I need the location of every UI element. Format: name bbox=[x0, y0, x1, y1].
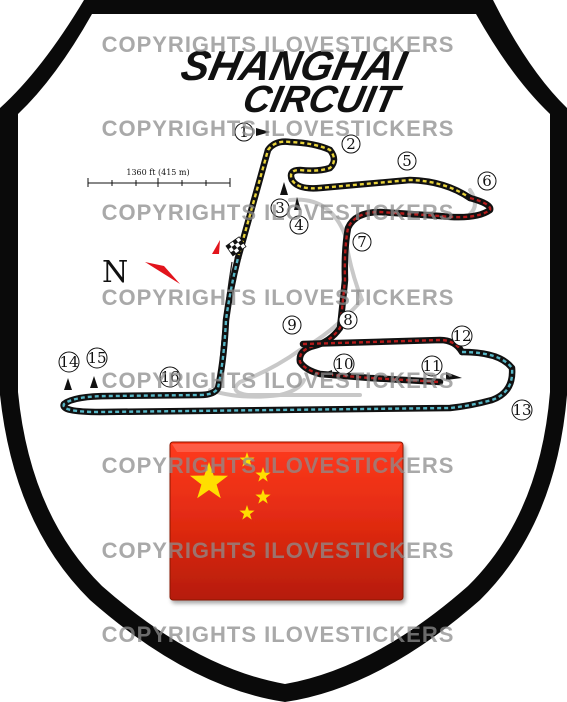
svg-text:1: 1 bbox=[239, 123, 249, 141]
svg-text:2: 2 bbox=[346, 135, 356, 153]
turn-labels: 1 2 3 4 5 6 7 8 9 10 11 12 13 14 15 16 bbox=[58, 122, 533, 421]
svg-text:COPYRIGHTS ILOVESTICKERS: COPYRIGHTS ILOVESTICKERS bbox=[102, 453, 455, 478]
turn-marker-icon bbox=[446, 372, 462, 380]
svg-text:COPYRIGHTS ILOVESTICKERS: COPYRIGHTS ILOVESTICKERS bbox=[102, 622, 455, 647]
svg-text:COPYRIGHTS ILOVESTICKERS: COPYRIGHTS ILOVESTICKERS bbox=[102, 368, 455, 393]
title-line-1: SHANGHAI bbox=[177, 42, 412, 88]
svg-text:16: 16 bbox=[160, 368, 179, 386]
north-arrow-icon bbox=[145, 262, 180, 284]
svg-text:9: 9 bbox=[287, 316, 297, 334]
turn-number-4: 4 bbox=[289, 215, 309, 235]
svg-text:COPYRIGHTS ILOVESTICKERS: COPYRIGHTS ILOVESTICKERS bbox=[102, 538, 455, 563]
turn-marker-icon bbox=[294, 197, 301, 210]
svg-text:8: 8 bbox=[343, 311, 353, 329]
svg-text:6: 6 bbox=[482, 172, 492, 190]
svg-text:4: 4 bbox=[294, 216, 304, 234]
turn-number-14: 14 bbox=[58, 351, 80, 373]
star-icon bbox=[255, 467, 271, 482]
turn-number-13: 13 bbox=[511, 399, 533, 421]
svg-text:1360 ft (415 m): 1360 ft (415 m) bbox=[126, 168, 189, 177]
svg-text:7: 7 bbox=[357, 233, 367, 251]
turn-number-1: 1 bbox=[234, 122, 254, 142]
svg-text:COPYRIGHTS ILOVESTICKERS: COPYRIGHTS ILOVESTICKERS bbox=[102, 285, 455, 310]
turn-marker-icon bbox=[280, 182, 288, 195]
pit-marker-icon bbox=[212, 240, 220, 254]
svg-text:10: 10 bbox=[334, 355, 353, 373]
turn-number-12: 12 bbox=[451, 325, 473, 347]
turn-number-7: 7 bbox=[352, 232, 372, 252]
track-back-straight-kerb bbox=[302, 338, 464, 353]
track-sector-3-kerb bbox=[62, 257, 514, 414]
svg-text:11: 11 bbox=[422, 357, 441, 375]
star-icon bbox=[190, 462, 228, 499]
checkered-flag-icon bbox=[225, 236, 247, 257]
turn-marker-icon bbox=[64, 378, 72, 390]
svg-text:3: 3 bbox=[275, 199, 285, 217]
star-icon bbox=[239, 505, 255, 520]
star-icon bbox=[255, 489, 271, 504]
svg-text:13: 13 bbox=[512, 401, 531, 419]
svg-text:12: 12 bbox=[452, 327, 471, 345]
turn-marker-icon bbox=[256, 128, 270, 136]
svg-text:15: 15 bbox=[87, 349, 106, 367]
turn-number-9: 9 bbox=[282, 315, 302, 335]
turn-number-3: 3 bbox=[270, 198, 290, 218]
runoff-area bbox=[208, 188, 477, 399]
track-sector-1-kerb bbox=[236, 140, 471, 259]
turn-number-16: 16 bbox=[159, 366, 181, 388]
china-flag bbox=[169, 441, 404, 601]
star-icon bbox=[239, 452, 255, 467]
turn-number-5: 5 bbox=[397, 151, 417, 171]
turn-number-15: 15 bbox=[86, 347, 108, 369]
svg-text:COPYRIGHTS ILOVESTICKERS: COPYRIGHTS ILOVESTICKERS bbox=[102, 200, 455, 225]
turn-number-2: 2 bbox=[341, 134, 361, 154]
turn-number-10: 10 bbox=[333, 353, 355, 375]
turn-marker-icon bbox=[316, 370, 332, 378]
north-label: N bbox=[102, 255, 128, 290]
svg-text:COPYRIGHTS ILOVESTICKERS: COPYRIGHTS ILOVESTICKERS bbox=[102, 116, 455, 141]
turn-number-8: 8 bbox=[338, 310, 358, 330]
title-line-2: CIRCUIT bbox=[239, 78, 406, 121]
turn-marker-icon bbox=[90, 376, 98, 388]
turn-number-6: 6 bbox=[477, 171, 497, 191]
turn-number-11: 11 bbox=[421, 355, 443, 377]
svg-text:COPYRIGHTS ILOVESTICKERS: COPYRIGHTS ILOVESTICKERS bbox=[102, 32, 455, 57]
scale-bar: 1360 ft (415 m) bbox=[87, 168, 231, 187]
svg-text:14: 14 bbox=[59, 353, 78, 371]
svg-text:5: 5 bbox=[402, 152, 412, 170]
track-sector-2-kerb bbox=[298, 196, 492, 384]
watermark: COPYRIGHTS ILOVESTICKERS COPYRIGHTS ILOV… bbox=[102, 32, 455, 647]
